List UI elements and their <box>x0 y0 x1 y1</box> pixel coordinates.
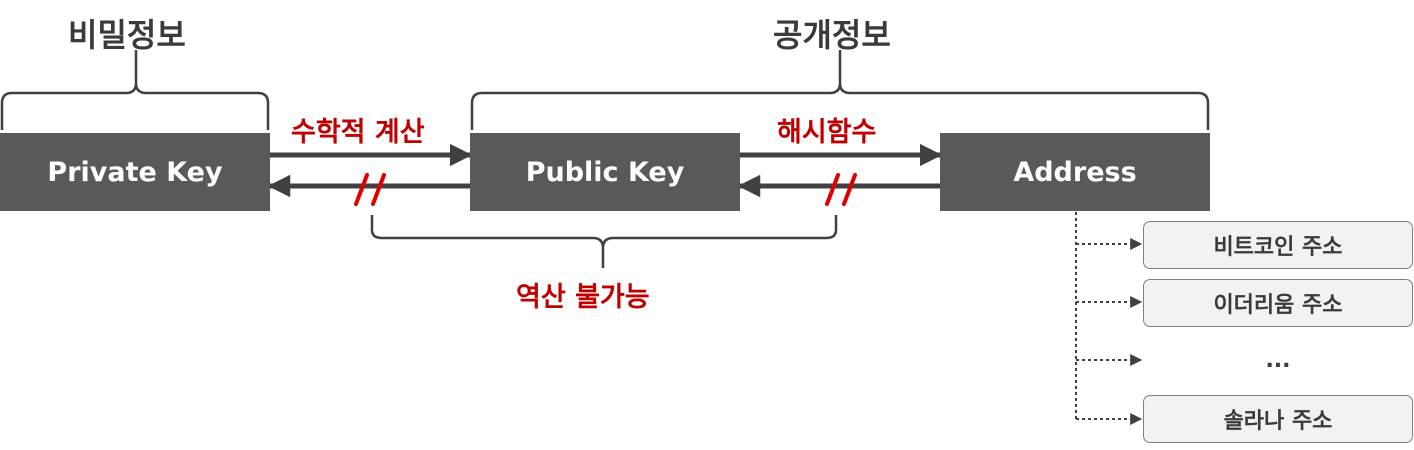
blocked-mark-2 <box>825 173 857 206</box>
ethereum-address-box: 이더리움 주소 <box>1143 279 1413 327</box>
address-box: Address <box>940 133 1210 211</box>
secret-info-heading: 비밀정보 <box>68 16 186 54</box>
hash-function-label: 해시함수 <box>777 117 877 148</box>
public-brace <box>470 50 1210 130</box>
math-calc-label: 수학적 계산 <box>291 117 425 148</box>
irreversible-label: 역산 불가능 <box>516 282 650 313</box>
public-key-box: Public Key <box>470 133 740 211</box>
secret-brace <box>0 50 270 130</box>
irreversible-brace <box>370 215 838 268</box>
public-info-heading: 공개정보 <box>773 16 891 54</box>
solana-address-box: 솔라나 주소 <box>1143 395 1413 443</box>
blocked-mark-1 <box>354 173 386 206</box>
more-addresses-ellipsis: ... <box>1265 347 1291 373</box>
bitcoin-address-box: 비트코인 주소 <box>1143 221 1413 269</box>
private-key-box: Private Key <box>0 133 270 211</box>
